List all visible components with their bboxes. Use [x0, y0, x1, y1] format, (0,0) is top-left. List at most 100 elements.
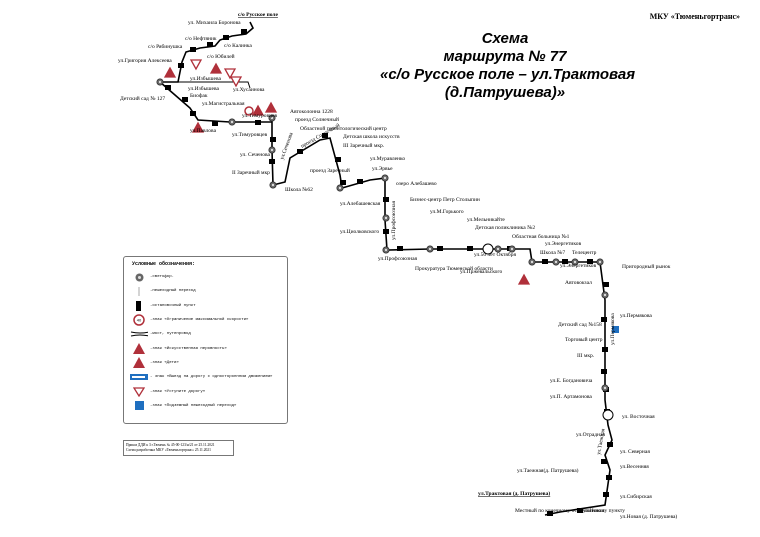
bus-stop-icon — [357, 179, 363, 184]
stop-label: озеро Алебашево — [396, 180, 437, 187]
bus-stop-icon — [190, 47, 196, 52]
title-line: маршрута № 77 — [443, 48, 567, 65]
traffic-light-icon — [336, 184, 344, 192]
bus-stop-icon — [270, 137, 276, 142]
stop-label: ул. Сеченова — [240, 152, 270, 158]
bus-stop-icon — [383, 197, 389, 202]
note-line: Схема разработана МКУ «Тюменьгортранс» 2… — [126, 448, 211, 452]
stop-label: ул.Тимуровцев — [232, 132, 268, 138]
bus-stop-icon — [178, 63, 184, 68]
legend-item-label: -знак «Дети» — [150, 360, 179, 365]
stop-label: ул.Хусаинова — [233, 87, 265, 93]
stop-label: ул.П. Артамонова — [550, 394, 592, 400]
street-name-mark: ул.Таежная — [596, 428, 607, 456]
stop-label: ул. Восточная — [622, 414, 655, 420]
bus-stop-icon — [542, 259, 548, 264]
stop-label: Детский сад №158 — [558, 321, 602, 328]
stop-label: ул.Новая (д. Патрушева) — [620, 513, 677, 520]
bus-stop-icon — [322, 133, 328, 138]
underpass-sign-icon — [130, 401, 148, 411]
stop-label: Областная больница №1 — [512, 233, 570, 240]
give-way-sign-icon — [229, 76, 243, 88]
bus-stop-icon — [562, 259, 568, 264]
stop-label: Автовокзал — [565, 280, 592, 286]
side-street-izbysheva — [160, 81, 251, 89]
traffic-light-icon — [228, 118, 236, 126]
legend-item-label: -знак «Уступите дорогу» — [150, 389, 206, 394]
stop-label: ул.Муравленко — [370, 156, 405, 162]
street-name-mark: ул.Пермякова — [610, 313, 616, 345]
traffic-light-icon — [508, 245, 516, 253]
legend-item: -знак «Уступите дорогу» — [124, 384, 287, 398]
route-line — [157, 21, 613, 516]
underpass-sign-icon — [612, 326, 619, 333]
title-line: Схема — [481, 30, 529, 47]
traffic-light-icon — [382, 246, 390, 254]
bus-stop-icon — [602, 347, 608, 352]
street-name-mark: ул.Избышева — [190, 75, 221, 82]
bus-stop-icon — [130, 300, 148, 311]
organization-name: МКУ «Тюменьгортранс» — [649, 12, 740, 21]
stop-label: ул.Алебашевская — [340, 200, 381, 207]
bus-stop-icon — [603, 282, 609, 287]
one-way-exit-sign-icon — [130, 374, 148, 381]
stop-label: Детский сад № 127 — [120, 95, 165, 102]
speed-bump-sign-icon — [191, 121, 205, 133]
stop-label: III Заречный мкр. — [343, 142, 385, 149]
bus-stop-icon — [165, 85, 171, 90]
traffic-light-icon — [528, 258, 536, 266]
page-title: Схема маршрута № 77 «с/о Русское поле – … — [380, 30, 635, 102]
legend-item-label: -знак «Искусственная неровность» — [150, 346, 227, 351]
bus-stop-icon — [241, 29, 247, 34]
stop-label: ул.Григория Алексеева — [118, 58, 172, 64]
stop-label: ул. Северная — [620, 449, 650, 455]
stop-label: Пригородный рынок — [622, 263, 671, 270]
legend: Условные обозначения: -светофор.-пешеход… — [123, 256, 288, 424]
bus-stop-icon — [223, 35, 229, 40]
speed-bump-sign-icon — [251, 104, 265, 116]
bus-stop-icon — [601, 317, 607, 322]
bus-stop-icon — [437, 246, 443, 251]
street-name-mark: ул.50 лет Октября — [474, 251, 516, 258]
traffic-light-icon — [596, 258, 604, 266]
stop-label: ул.Эрвье — [372, 166, 393, 172]
bus-stop-icon — [547, 511, 553, 516]
bus-stop-icon — [335, 157, 341, 162]
traffic-light-icon — [268, 114, 276, 122]
stop-label: Торговый центр — [565, 336, 603, 343]
bus-stop-icon — [297, 149, 303, 154]
bus-stop-icon — [577, 508, 583, 513]
stop-label: ул.Е. Богдановича — [550, 378, 593, 384]
bus-stop-icon — [601, 459, 607, 464]
stop-label: Областной геронтологический центр — [300, 125, 387, 132]
stop-label: ул.Магистральная — [202, 101, 245, 107]
bus-stop-icon — [269, 159, 275, 164]
give-way-sign-icon — [189, 59, 203, 71]
stop-label: ул.Циолковского — [340, 229, 379, 235]
stop-label: ул.М.Горького — [430, 209, 464, 215]
stop-label: Детская поликлиника №2 — [475, 225, 535, 231]
stop-label: Телецентр — [572, 250, 597, 256]
traffic-light-icon — [601, 384, 609, 392]
stop-label: Местный по конечному остановочному пункт… — [515, 507, 625, 514]
legend-item-label: -остановочный пункт — [150, 303, 196, 308]
stop-label: Прокуратура Тюменской области — [415, 265, 493, 272]
stop-label: ул.Мельникайте — [467, 216, 505, 223]
title-line: (д.Патрушева)» — [444, 84, 566, 101]
stop-label: ул.Пермякова — [620, 313, 652, 319]
roundabout-icon — [482, 243, 494, 255]
roundabout-icon — [602, 409, 614, 421]
traffic-light-icon — [381, 174, 389, 182]
bus-stop-icon — [467, 246, 473, 251]
bus-stop-icon — [340, 180, 346, 185]
legend-item: 40-знак «Ограничение максимальной скорос… — [124, 313, 287, 327]
stop-label: ул.Таежная(д. Патрушева) — [517, 467, 579, 474]
stop-label: с/о Калинка — [224, 43, 252, 49]
legend-item: - знак «Выезд на дорогу с одностороннним… — [124, 370, 287, 384]
bus-stop-icon — [607, 442, 613, 447]
stop-label: ул. Михаила Боронова — [188, 20, 241, 26]
traffic-light-icon — [552, 258, 560, 266]
street-name-mark: ул.Профсоюзная — [390, 200, 397, 240]
speed-bump-sign-icon — [264, 101, 278, 113]
